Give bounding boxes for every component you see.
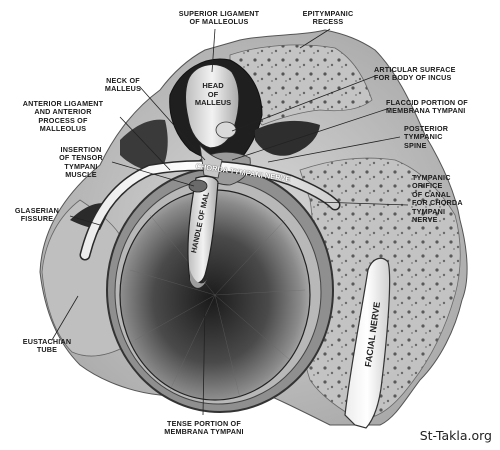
label-epitympanic-recess: EPITYMPANIC RECESS [302,9,354,27]
label-insertion-tensor: INSERTION OF TENSOR TYMPANI MUSCLE [59,145,103,180]
label-flaccid-portion: FLACCID PORTION OF MEMBRANA TYMPANI [386,98,468,116]
label-articular-surface: ARTICULAR SURFACE FOR BODY OF INCUS [374,65,456,83]
malleus-handle [187,175,219,285]
label-tympanic-orifice: TYMPANIC ORIFICE OF CANAL FOR CHORDA TYM… [412,173,463,225]
label-eustachian-tube: EUSTACHIAN TUBE [22,337,72,355]
watermark: St-Takla.org [419,428,492,443]
incus-articular-surface [215,121,237,139]
label-tense-portion: TENSE PORTION OF MEMBRANA TYMPANI [164,419,244,437]
left-recess-shadow [120,119,168,172]
leader-lines [51,28,409,416]
label-head-of-malleus: HEAD OF MALLEUS [194,81,232,107]
facial-nerve [344,257,391,429]
label-anterior-ligament: ANTERIOR LIGAMENT AND ANTERIOR PROCESS O… [22,99,104,134]
label-glaserian-fissure: GLASERIAN FISSURE [14,206,60,224]
tensor-tympani-insertion [188,179,208,193]
membrane-striations [129,214,306,399]
label-posterior-spine: POSTERIOR TYMPANIC SPINE [404,124,449,150]
malleus-umbo [190,270,208,288]
label-neck-of-malleus: NECK OF MALLEUS [104,76,142,94]
label-superior-ligament: SUPERIOR LIGAMENT OF MALLEOLUS [178,9,260,27]
malleus-neck [199,144,223,179]
